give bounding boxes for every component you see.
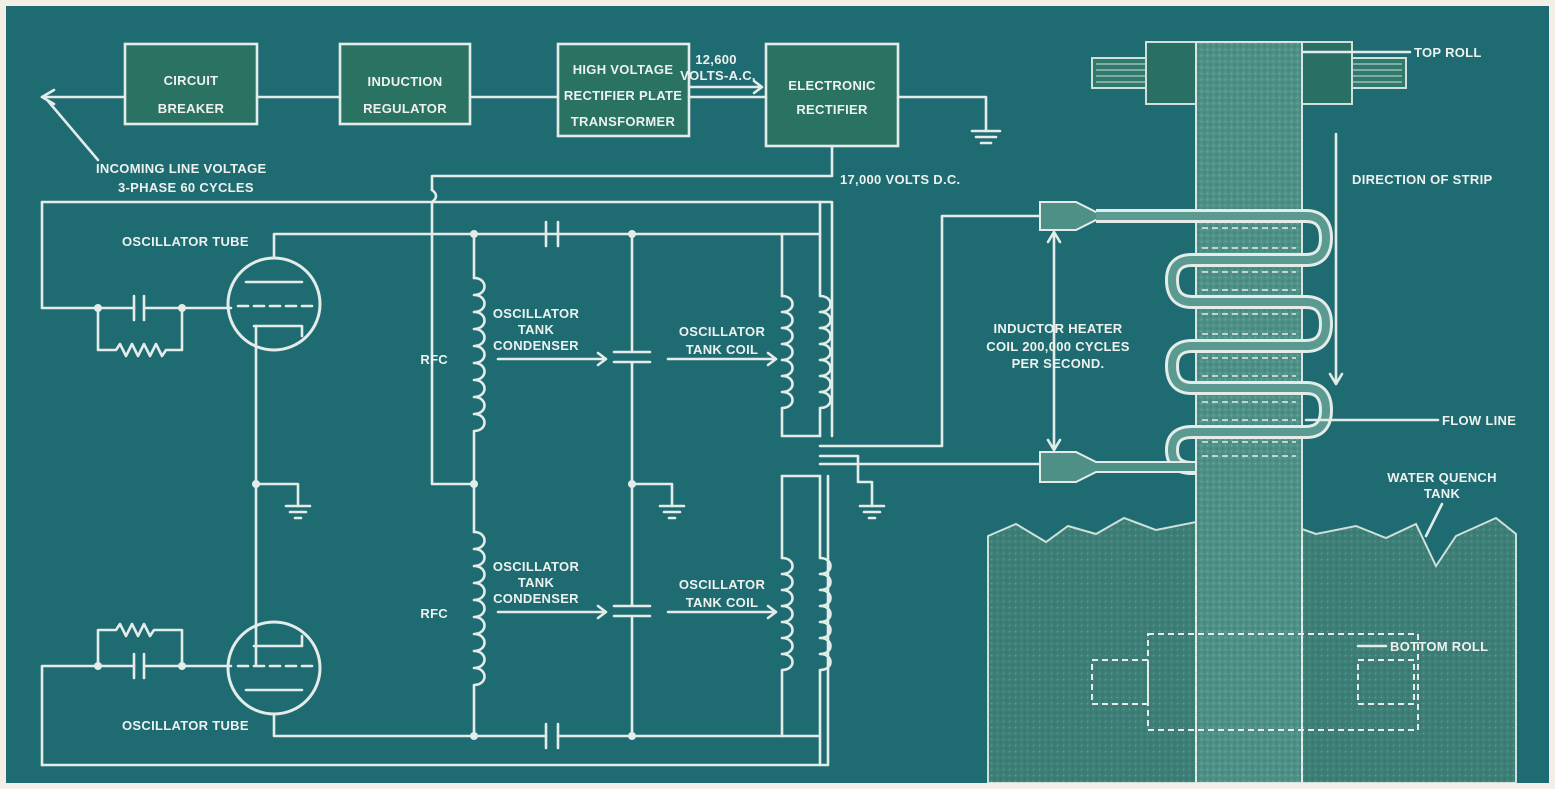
bottom-grid-capacitor: [132, 652, 146, 680]
ground-symbol-cathode: [284, 504, 312, 520]
ground-symbol-rectifier: [970, 129, 1002, 145]
tank-condenser-bottom-3: CONDENSER: [493, 591, 579, 606]
inductor-heater-label-2: COIL 200,000 CYCLES: [986, 339, 1129, 354]
condenser-pointer-top: [496, 351, 608, 367]
transformer-label-1: HIGH VOLTAGE: [573, 62, 674, 77]
rfc-bottom-coil: [472, 530, 486, 738]
secondary-coil-top: [818, 200, 832, 438]
top-grid-capacitor: [132, 294, 146, 322]
bottom-roll: [1091, 546, 1419, 783]
induction-heating-schematic: CIRCUIT BREAKER INDUCTION REGULATOR HIGH…: [6, 6, 1549, 783]
bottom-grid-resistor: [96, 622, 184, 668]
junction-dot: [628, 732, 636, 740]
flow-line-label: FLOW LINE: [1442, 413, 1516, 428]
water-quench-leader: [1424, 502, 1444, 538]
junction-dot: [628, 230, 636, 238]
tank-coil-bottom-1: OSCILLATOR: [679, 577, 766, 592]
ac-voltage-label-1: 12,600: [695, 52, 737, 67]
ac-voltage-label-2: VOLTS-A.C.: [680, 68, 756, 83]
junction-dot: [94, 662, 102, 670]
bottom-tube-cathode: [252, 634, 304, 648]
inductor-heater-label-3: PER SECOND.: [1012, 356, 1105, 371]
water-quench-label-2: TANK: [1424, 486, 1461, 501]
inductor-heater-coil: [1039, 201, 1333, 483]
top-tube-plate-wire: [272, 232, 822, 260]
induction-regulator-label-2: REGULATOR: [363, 101, 447, 116]
direction-arrow: [1328, 132, 1344, 386]
top-roll-body-left: [1145, 41, 1197, 105]
junction-dot: [470, 732, 478, 740]
power-supply-chain: CIRCUIT BREAKER INDUCTION REGULATOR HIGH…: [40, 42, 1002, 204]
transformer-label-2: RECTIFIER PLATE: [564, 88, 682, 103]
top-grid-resistor: [96, 306, 184, 358]
tank-condenser-top-2: TANK: [518, 322, 555, 337]
electronic-rectifier-label-1: ELECTRONIC: [788, 78, 876, 93]
heater-lead-top: [818, 214, 1042, 448]
cathode-ground-wire: [254, 482, 300, 508]
secondary-coil-bottom: [818, 474, 832, 767]
metal-strip: [1195, 41, 1303, 783]
electronic-rectifier-block: [764, 42, 900, 148]
ground-symbol-secondary: [858, 504, 886, 520]
circuit-breaker-label-1: CIRCUIT: [164, 73, 219, 88]
junction-dot: [178, 304, 186, 312]
electronic-rectifier-label-2: RECTIFIER: [796, 102, 868, 117]
coil-pointer-bottom: [666, 604, 778, 620]
incoming-line-label-1: INCOMING LINE VOLTAGE: [96, 161, 267, 176]
oscillator-tube-bottom-label: OSCILLATOR TUBE: [122, 718, 249, 733]
top-roll-label: TOP ROLL: [1414, 45, 1482, 60]
transformer-block: [556, 42, 691, 138]
coil-pointer-top: [666, 351, 778, 367]
rfc-top-label: RFC: [420, 352, 448, 367]
rfc-bottom-label: RFC: [420, 606, 448, 621]
junction-dot: [178, 662, 186, 670]
dc-supply-wire: [430, 144, 834, 192]
inductor-heater-label-1: INDUCTOR HEATER: [994, 321, 1123, 336]
rectifier-ground-wire: [896, 95, 988, 133]
top-feedback-loop: [40, 200, 834, 438]
top-tube-cathode: [252, 324, 304, 338]
rfc-top-coil: [472, 276, 486, 486]
oscillator-circuit: RFC RFC OSCILLATOR TANK CONDENSER OSCILL…: [40, 200, 1042, 767]
bottom-blocking-capacitor: [544, 722, 560, 750]
ac-arrow: [687, 79, 764, 95]
tank-coil-top-1: OSCILLATOR: [679, 324, 766, 339]
tank-ground-wire: [630, 482, 674, 508]
direction-of-strip-label: DIRECTION OF STRIP: [1352, 172, 1492, 187]
transformer-label-3: TRANSFORMER: [571, 114, 676, 129]
tank-coil-top: [780, 294, 822, 438]
dc-feed-wire: [430, 200, 476, 486]
junction-dot: [252, 480, 260, 488]
circuit-breaker-block: [123, 42, 259, 126]
condenser-pointer-bottom: [496, 604, 608, 620]
secondary-ground-wire: [818, 454, 874, 508]
tank-condenser-bottom-2: TANK: [518, 575, 555, 590]
circuit-breaker-label-2: BREAKER: [158, 101, 225, 116]
tank-condenser-top-1: OSCILLATOR: [493, 306, 580, 321]
induction-regulator-block: [338, 42, 472, 126]
tank-condenser-bottom-1: OSCILLATOR: [493, 559, 580, 574]
junction-dot: [94, 304, 102, 312]
induction-regulator-label-1: INDUCTION: [368, 74, 443, 89]
top-blocking-capacitor: [544, 220, 560, 248]
junction-dot: [470, 230, 478, 238]
dc-voltage-label: 17,000 VOLTS D.C.: [840, 172, 960, 187]
top-roll-knurling: [1096, 63, 1402, 83]
incoming-line-label-2: 3-PHASE 60 CYCLES: [118, 180, 254, 195]
heater-dimension-arrow: [1046, 230, 1062, 452]
incoming-leader: [46, 99, 100, 162]
water-quench-label-1: WATER QUENCH: [1387, 470, 1497, 485]
ground-symbol-tank: [658, 504, 686, 520]
tank-coil-bottom-2: TANK COIL: [686, 595, 759, 610]
oscillator-tube-top-label: OSCILLATOR TUBE: [122, 234, 249, 249]
tank-coil-top-2: TANK COIL: [686, 342, 759, 357]
tank-coil-bottom: [780, 474, 822, 738]
bottom-roll-label: BOTTOM ROLL: [1390, 639, 1488, 654]
diagram-panel: CIRCUIT BREAKER INDUCTION REGULATOR HIGH…: [6, 6, 1549, 783]
strip-processing-line: TOP ROLL BOTTOM ROLL INDUCTOR HEATER COI…: [986, 41, 1517, 783]
tank-condenser-top-3: CONDENSER: [493, 338, 579, 353]
bottom-grid-wire: [40, 664, 100, 767]
top-grid-wire: [40, 200, 100, 310]
bottom-tube-plate-wire: [272, 712, 822, 738]
